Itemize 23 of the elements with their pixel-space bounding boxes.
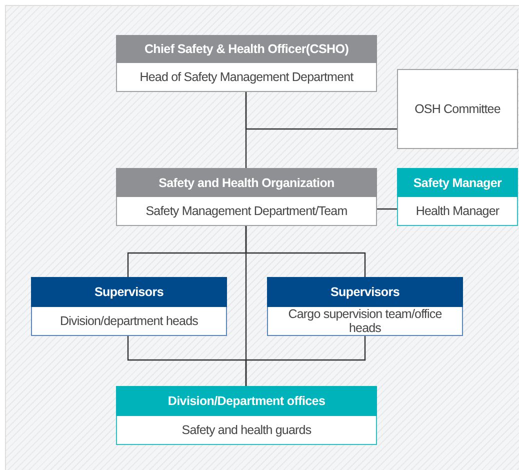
box-text: Cargo supervision team/office heads <box>287 307 443 335</box>
box-heading: Supervisors <box>94 285 164 299</box>
org-box <box>267 277 463 336</box>
connector-line <box>245 336 366 386</box>
org-box <box>116 168 377 226</box>
box-text: Safety and health guards <box>182 423 312 437</box>
box-text: Head of Safety Management Department <box>140 70 354 84</box>
connector-line <box>245 92 397 130</box>
org-box <box>397 69 518 149</box>
org-box <box>397 168 518 226</box>
box-heading: Safety Manager <box>413 176 502 190</box>
box-text: OSH Committee <box>414 102 500 116</box>
box-heading: Supervisors <box>330 285 400 299</box>
box-text: Safety Management Department/Team <box>146 204 348 218</box>
box-text: Health Manager <box>416 204 500 218</box>
box-text: Division/department heads <box>60 314 198 328</box>
box-heading: Chief Safety & Health Officer(CSHO) <box>144 42 349 56</box>
org-box <box>116 35 377 92</box>
org-box <box>31 277 227 336</box>
box-heading: Safety and Health Organization <box>158 176 334 190</box>
org-box <box>116 386 377 445</box>
box-heading: Division/Department offices <box>168 394 326 408</box>
connector-line <box>377 208 397 210</box>
